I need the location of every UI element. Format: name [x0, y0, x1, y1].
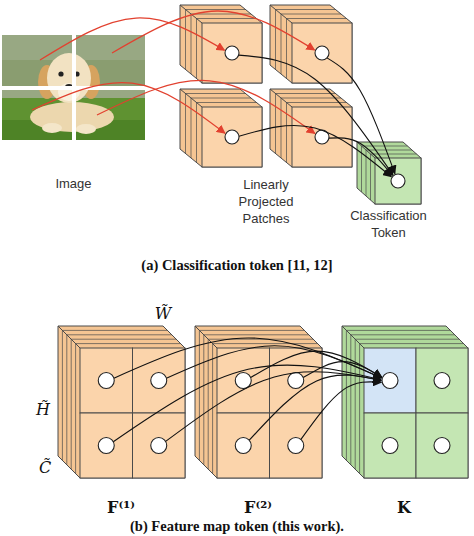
cube-edge — [270, 89, 292, 107]
token-circle — [151, 373, 167, 389]
feature-cell — [292, 23, 352, 83]
token-map-cube: K — [338, 326, 470, 484]
cube-body — [357, 142, 421, 204]
node-label: F⁽¹⁾ — [107, 498, 135, 518]
node-text-block: F⁽¹⁾ — [91, 498, 151, 518]
cube-outline — [355, 140, 422, 206]
dimension-label: C̃ — [30, 458, 60, 478]
patch-stack: Linearly Projected Patches — [178, 3, 354, 171]
cube-shape — [58, 326, 185, 478]
image-node: Image — [2, 35, 145, 140]
feature-cell — [217, 348, 270, 413]
feature-cell — [217, 413, 270, 478]
cube-outline — [55, 326, 187, 484]
node-label: Classification Token — [339, 207, 439, 241]
dog-head — [47, 53, 91, 103]
feature-cell — [202, 107, 262, 167]
feature-cell — [292, 107, 352, 167]
cube-body — [342, 326, 468, 478]
dimension-label: W̃ — [148, 304, 178, 324]
node-label: Image — [55, 175, 91, 192]
node-text-block: F⁽²⁾ — [228, 498, 288, 518]
node-text-block: K — [374, 498, 434, 518]
feature-cell — [270, 413, 323, 478]
dog-photo — [0, 33, 148, 143]
cube-shape — [180, 89, 262, 167]
token-circle — [235, 373, 251, 389]
patch-gap — [0, 86, 148, 90]
feature-cell — [133, 413, 186, 478]
token-circle — [434, 373, 450, 389]
feature-cell — [80, 348, 133, 413]
subfigure-caption: (b) Feature map token (this work). — [0, 517, 474, 535]
dog-paw — [76, 124, 96, 134]
token-circle — [98, 438, 114, 454]
cube-shape — [270, 5, 352, 83]
node-label: F⁽²⁾ — [244, 498, 272, 518]
cube-shape — [180, 5, 262, 83]
feature-cell — [202, 23, 262, 83]
cube-edge — [357, 142, 375, 158]
cube-edge — [180, 5, 202, 23]
cube-outline — [178, 3, 354, 171]
cube-outline — [338, 326, 470, 484]
token-circle — [235, 438, 251, 454]
dog-muzzle — [58, 83, 80, 101]
token-circle — [288, 438, 304, 454]
node-text-block: Linearly Projected Patches — [230, 176, 302, 227]
subfigure-caption: (a) Classification token [11, 12] — [0, 256, 474, 274]
token-circle — [315, 130, 329, 144]
cube-shape — [342, 326, 468, 478]
cube-shape — [357, 142, 421, 204]
cube-edge — [58, 326, 80, 348]
dog-eye — [58, 71, 63, 76]
cube-body — [180, 5, 262, 83]
token-circle — [225, 130, 239, 144]
cube-edge — [342, 326, 364, 348]
feature-cell — [416, 348, 468, 413]
feature-cell — [270, 348, 323, 413]
token-cube: Classification Token — [355, 140, 422, 206]
token-circle — [382, 438, 398, 454]
cube-shape — [195, 326, 322, 478]
cube-shape — [270, 89, 352, 167]
token-circle — [434, 438, 450, 454]
token-circle — [315, 46, 329, 60]
feature-map-cube: F⁽²⁾ — [192, 326, 324, 484]
node-text-block: Image — [29, 175, 119, 192]
feature-cell — [375, 158, 421, 204]
cube-body — [180, 89, 262, 167]
token-circle — [225, 46, 239, 60]
node-label: K — [397, 498, 411, 518]
feature-cell — [364, 413, 416, 478]
cube-body — [270, 5, 352, 83]
cube-body — [270, 89, 352, 167]
feature-cell — [364, 348, 416, 413]
node-text-block: Classification Token — [339, 207, 439, 241]
token-circle — [391, 174, 405, 188]
dimension-label: H̃ — [28, 400, 58, 420]
feature-cell — [133, 348, 186, 413]
dog-paw — [42, 123, 62, 133]
cube-outline — [192, 326, 324, 484]
cube-edge — [180, 89, 202, 107]
token-circle — [382, 373, 398, 389]
cube-body — [58, 326, 185, 478]
feature-map-cube: F⁽¹⁾ — [55, 326, 187, 484]
token-circle — [288, 373, 304, 389]
cube-edge — [195, 326, 217, 348]
feature-cell — [416, 413, 468, 478]
cube-edge — [270, 5, 292, 23]
token-circle — [98, 373, 114, 389]
node-label: Linearly Projected Patches — [230, 176, 302, 227]
cube-outline — [2, 35, 145, 140]
feature-cell — [80, 413, 133, 478]
cube-body — [195, 326, 322, 478]
token-circle — [151, 438, 167, 454]
